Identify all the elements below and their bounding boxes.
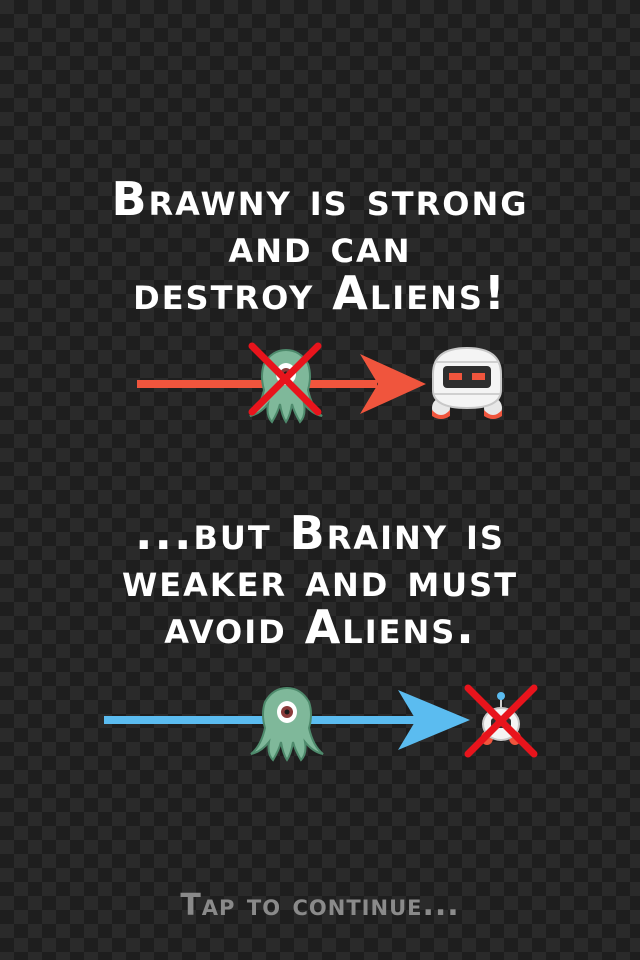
brainy-scene — [104, 684, 538, 762]
brainy-message-line-2: weaker and must — [121, 553, 519, 607]
brawny-robot-icon — [432, 346, 502, 419]
cross-icon — [464, 684, 538, 758]
brawny-scene — [137, 342, 502, 424]
brawny-arrow — [137, 354, 426, 414]
brawny-message: Brawny is strong and can destroy Aliens! — [0, 176, 640, 317]
brainy-message: ...but Brainy is weaker and must avoid A… — [0, 510, 640, 651]
brainy-message-line-1: ...but Brainy is — [135, 506, 505, 560]
cross-icon — [248, 342, 322, 416]
brainy-message-line-3: avoid Aliens. — [164, 600, 476, 654]
brawny-message-line-3: destroy Aliens! — [133, 266, 507, 320]
tap-to-continue[interactable]: Tap to continue... — [180, 888, 460, 923]
alien-icon — [250, 686, 324, 762]
brawny-message-line-1: Brawny is strong — [111, 172, 529, 226]
brawny-message-line-2: and can — [228, 219, 412, 273]
